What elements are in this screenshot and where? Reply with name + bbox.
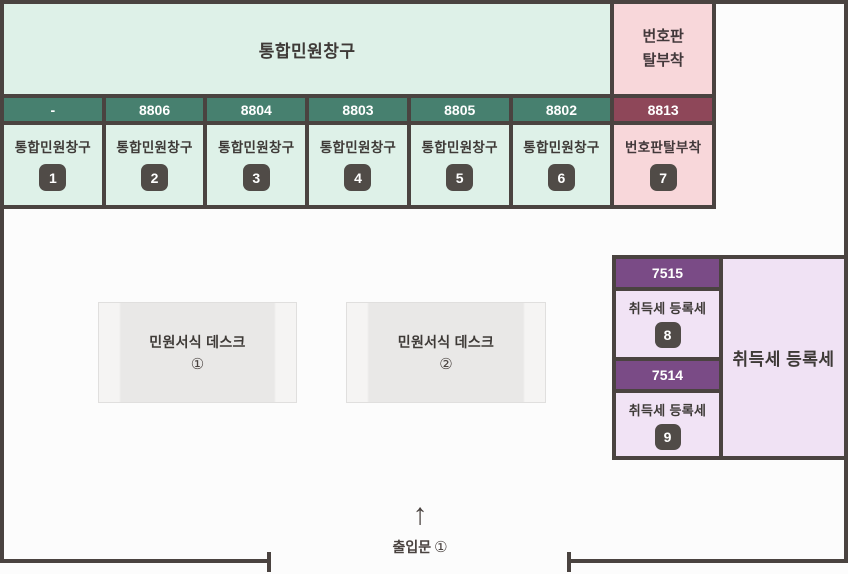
wall-bottom-left — [0, 559, 271, 563]
wall-bottom-right — [567, 559, 848, 563]
counter-section-title-text: 통합민원창구 — [258, 41, 356, 61]
counter-ext-2: 8806 — [105, 98, 204, 121]
form-desk-label: 민원서식 데스크 — [149, 334, 246, 350]
tax-counter-label: 취득세 등록세 — [628, 403, 707, 418]
counter-cell-4: 통합민원창구 4 — [309, 125, 407, 205]
entrance-circled-number: ① — [434, 539, 448, 556]
counter-cell-1: 통합민원창구 1 — [4, 125, 102, 205]
form-desk-2: 민원서식 데스크 ② — [346, 302, 546, 403]
counter-ext-1: - — [4, 98, 102, 121]
tax-counter-ext-9: 7514 — [616, 361, 719, 389]
counter-label: 통합민원창구 — [523, 140, 600, 155]
tax-counter-cell-8: 취득세 등록세 8 — [616, 291, 719, 357]
counter-section: 통합민원창구 번호판 탈부착 - 8806 8804 8803 8805 880… — [0, 0, 716, 209]
entrance: ↑ 출입문 ① — [345, 500, 495, 557]
counter-cell-6: 통합민원창구 6 — [512, 125, 611, 205]
plate-title-line1: 번호판 — [642, 28, 684, 45]
counter-number-badge: 6 — [547, 164, 575, 191]
tax-section-title: 취득세 등록세 — [723, 259, 844, 456]
counter-ext-4: 8803 — [309, 98, 407, 121]
counter-cell-7: 번호판탈부착 7 — [614, 125, 712, 205]
plate-section-title: 번호판 탈부착 — [614, 4, 712, 94]
counter-label: 통합민원창구 — [421, 140, 498, 155]
counter-cell-3: 통합민원창구 3 — [207, 125, 306, 205]
counter-number-badge: 1 — [39, 164, 67, 191]
counter-cell-2: 통합민원창구 2 — [105, 125, 204, 205]
plate-title-line2: 탈부착 — [642, 52, 684, 69]
entrance-up-arrow-icon: ↑ — [412, 498, 428, 531]
counter-number-badge: 3 — [242, 164, 270, 191]
counter-number-badge: 5 — [446, 164, 474, 191]
form-desk-circled-number: ① — [190, 356, 205, 373]
tax-counter-number-badge: 8 — [654, 322, 681, 348]
counter-ext-6: 8802 — [512, 98, 611, 121]
tax-counter-label: 취득세 등록세 — [628, 301, 707, 316]
tax-counter-ext-8: 7515 — [616, 259, 719, 287]
entrance-gap-right-post — [567, 552, 571, 572]
form-desk-label: 민원서식 데스크 — [397, 334, 495, 350]
counter-label: 통합민원창구 — [218, 140, 295, 155]
entrance-label-text: 출입문 — [392, 539, 432, 555]
counter-ext-3: 8804 — [207, 98, 306, 121]
tax-section-title-text: 취득세 등록세 — [732, 350, 835, 369]
form-desk-1: 민원서식 데스크 ① — [98, 302, 297, 403]
counter-label: 통합민원창구 — [319, 140, 397, 155]
counter-number-badge: 4 — [344, 164, 372, 191]
tax-section: 7515 취득세 등록세 8 7514 취득세 등록세 9 취득세 등록세 — [612, 255, 848, 460]
form-desk-circled-number: ② — [439, 356, 453, 373]
counter-label: 통합민원창구 — [14, 140, 92, 155]
counter-section-title: 통합민원창구 — [4, 4, 611, 94]
counter-number-badge: 2 — [141, 164, 169, 191]
counter-number-badge: 7 — [649, 164, 677, 191]
counter-cell-5: 통합민원창구 5 — [410, 125, 509, 205]
entrance-gap-left-post — [267, 552, 271, 572]
wall-left — [0, 0, 4, 563]
entrance-label: 출입문 ① — [392, 537, 447, 557]
counter-ext-5: 8805 — [410, 98, 509, 121]
counter-ext-7: 8813 — [614, 98, 712, 121]
counter-label: 통합민원창구 — [116, 140, 193, 155]
tax-counter-number-badge: 9 — [654, 424, 681, 450]
counter-label: 번호판탈부착 — [624, 140, 702, 155]
tax-counter-cell-9: 취득세 등록세 9 — [616, 393, 719, 456]
